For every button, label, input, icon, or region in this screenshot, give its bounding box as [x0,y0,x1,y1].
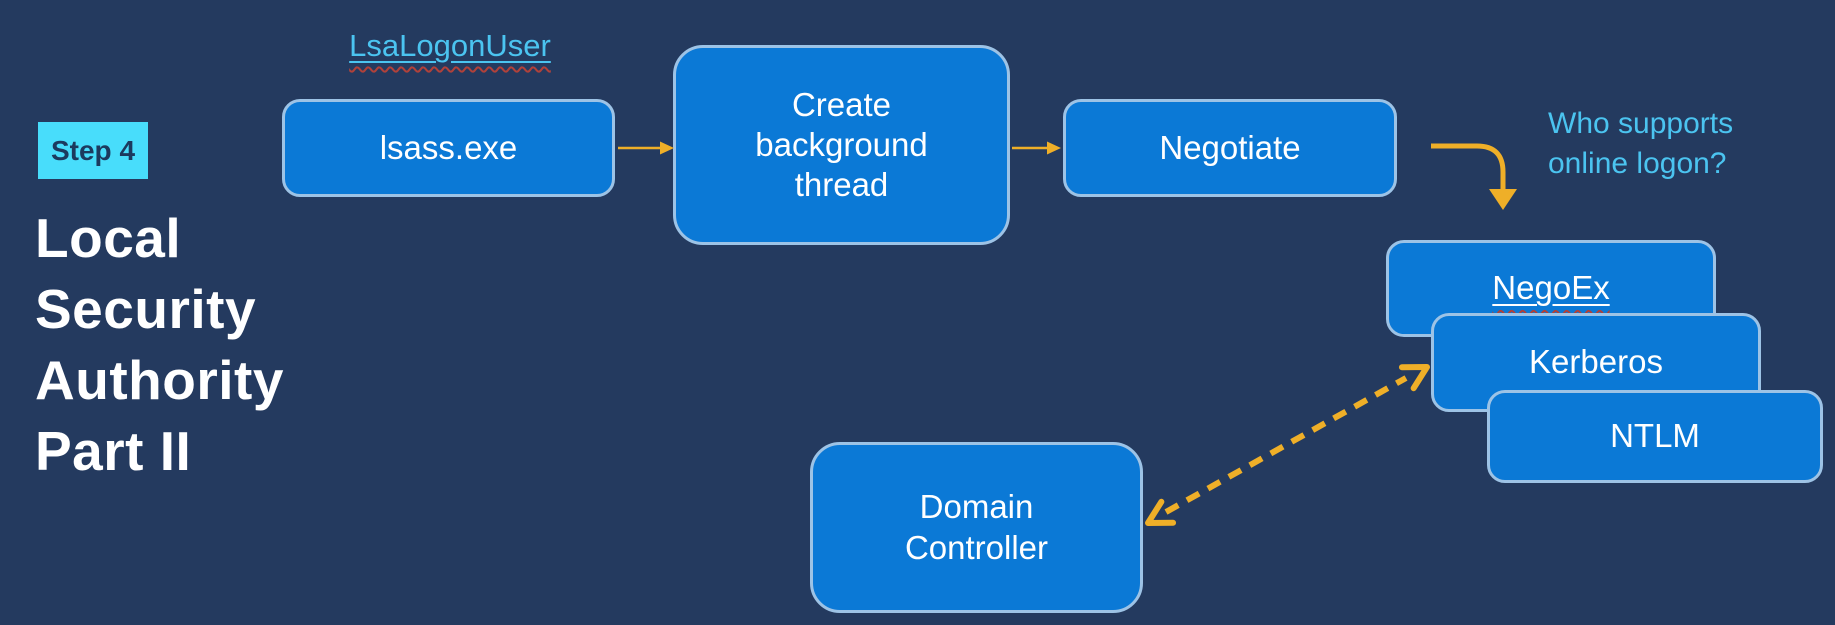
node-negotiate: Negotiate [1063,99,1397,197]
node-negotiate-label: Negotiate [1159,128,1301,166]
node-kerberos-label: Kerberos [1529,343,1663,381]
node-ntlm-label: NTLM [1610,417,1700,455]
arrow-create-to-negotiate-icon [1012,141,1061,155]
lsalogonuser-link-text[interactable]: LsaLogonUser [349,28,551,63]
arrow-dc-kerberos-dashed-icon [1145,364,1430,526]
node-domain-controller: Domain Controller [810,442,1143,613]
node-lsass-exe-label: lsass.exe [379,128,518,166]
arrow-negotiate-down-icon [1431,143,1517,210]
annotation-who-supports: Who supports online logon? [1548,107,1734,180]
node-domain-controller-label: Domain Controller [904,488,1049,566]
step-badge: Step 4 [38,122,148,179]
negoex-link-text[interactable]: NegoEx [1492,269,1610,307]
node-create-background-thread: Create background thread [673,45,1010,245]
lsalogonuser-link[interactable]: LsaLogonUser [330,28,570,64]
node-ntlm: NTLM [1487,390,1823,483]
node-lsass-exe: lsass.exe [282,99,615,197]
negoex-link[interactable]: NegoEx [1492,268,1609,308]
node-create-background-thread-label: Create background thread [755,85,928,204]
slide-title: Local Security Authority Part II [35,207,284,482]
arrow-lsass-to-create-icon [618,141,674,155]
